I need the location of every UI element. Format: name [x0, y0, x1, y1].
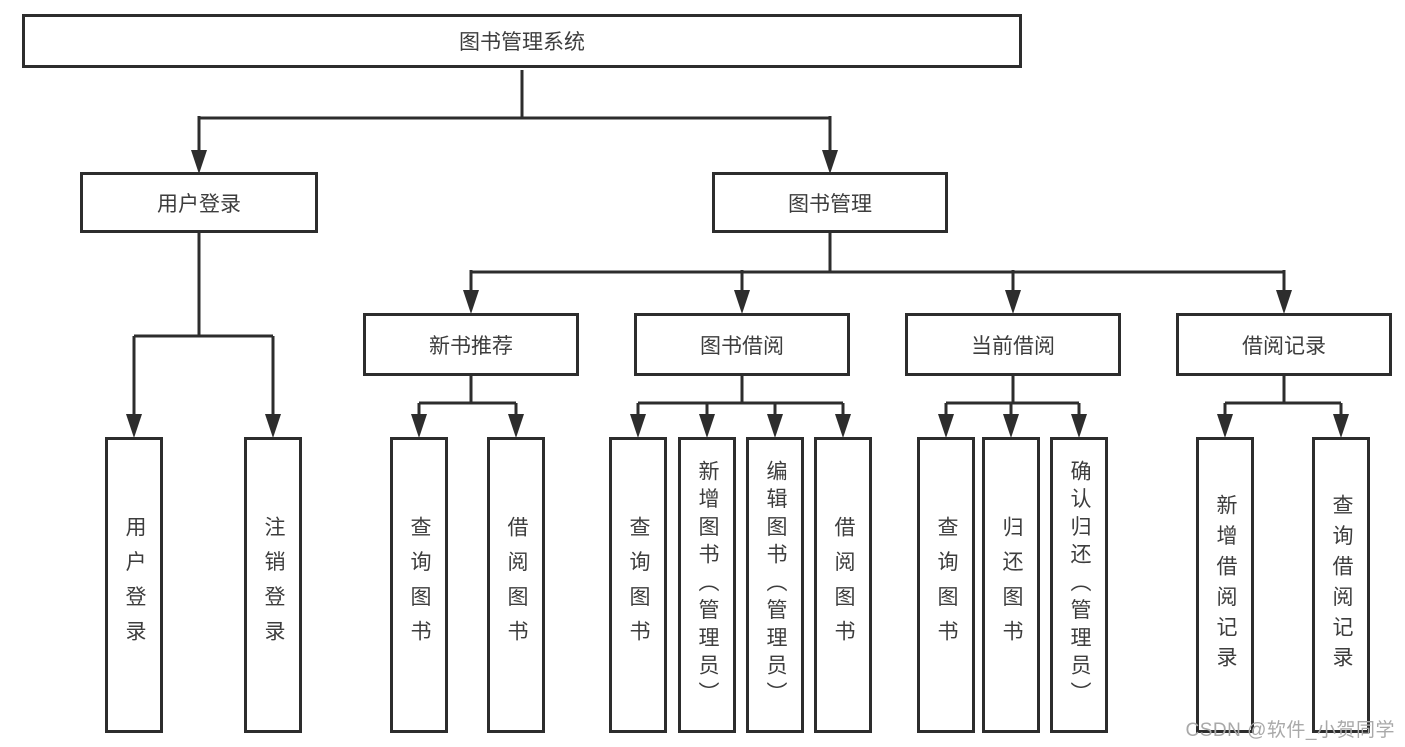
csdn-watermark: CSDN @软件_小贺同学	[1185, 720, 1395, 741]
node-label: 图书管理系统	[459, 31, 585, 54]
leaf-confirm-return-admin: 确认归还（管理员）	[1050, 437, 1108, 733]
node-root-library-system: 图书管理系统	[22, 14, 1022, 68]
node-label: 借阅记录	[1242, 334, 1326, 358]
node-label: 当前借阅	[971, 334, 1055, 358]
node-book-borrow: 图书借阅	[634, 313, 850, 376]
node-current-borrow: 当前借阅	[905, 313, 1121, 376]
node-label: 图书管理	[788, 192, 872, 216]
node-label: 查询图书	[627, 515, 650, 655]
node-label: 查询图书	[935, 515, 958, 655]
node-label: 新增图书（管理员）	[696, 460, 719, 710]
node-label: 新增借阅记录	[1214, 493, 1237, 677]
leaf-user-login: 用户登录	[105, 437, 163, 733]
node-borrow-record: 借阅记录	[1176, 313, 1392, 376]
node-label: 查询借阅记录	[1330, 493, 1353, 677]
leaf-borrow-books: 借阅图书	[814, 437, 872, 733]
leaf-query-books: 查询图书	[390, 437, 448, 733]
leaf-edit-books-admin: 编辑图书（管理员）	[746, 437, 804, 733]
node-label: 归还图书	[1000, 515, 1023, 655]
connector-bookborrow-to-leaves	[636, 374, 845, 417]
connector-bookmgmt-to-level2	[469, 231, 1286, 292]
node-label: 借阅图书	[832, 515, 855, 655]
leaf-return-books: 归还图书	[982, 437, 1040, 733]
node-label: 用户登录	[123, 515, 146, 655]
connector-newbook-to-leaves	[417, 374, 518, 417]
node-book-management: 图书管理	[712, 172, 948, 233]
node-label: 用户登录	[157, 192, 241, 216]
leaf-logout: 注销登录	[244, 437, 302, 733]
arrowheads	[126, 150, 1349, 438]
leaf-query-books: 查询图书	[609, 437, 667, 733]
node-new-book-recommend: 新书推荐	[363, 313, 579, 376]
leaf-borrow-books: 借阅图书	[487, 437, 545, 733]
connector-userlogin-to-leaves	[132, 231, 275, 416]
node-label: 新书推荐	[429, 334, 513, 358]
node-label: 借阅图书	[505, 515, 528, 655]
leaf-add-books-admin: 新增图书（管理员）	[678, 437, 736, 733]
connector-borrowrecord-to-leaves	[1223, 374, 1343, 417]
node-label: 编辑图书（管理员）	[764, 460, 787, 710]
leaf-query-borrow-record: 查询借阅记录	[1312, 437, 1370, 733]
node-label: 查询图书	[408, 515, 431, 655]
node-label: 图书借阅	[700, 334, 784, 358]
node-user-login: 用户登录	[80, 172, 318, 233]
connector-root-to-level1	[197, 70, 832, 152]
leaf-add-borrow-record: 新增借阅记录	[1196, 437, 1254, 733]
leaf-query-books: 查询图书	[917, 437, 975, 733]
node-label: 注销登录	[262, 515, 285, 655]
connector-currentborrow-to-leaves	[944, 374, 1081, 417]
node-label: 确认归还（管理员）	[1068, 460, 1091, 710]
